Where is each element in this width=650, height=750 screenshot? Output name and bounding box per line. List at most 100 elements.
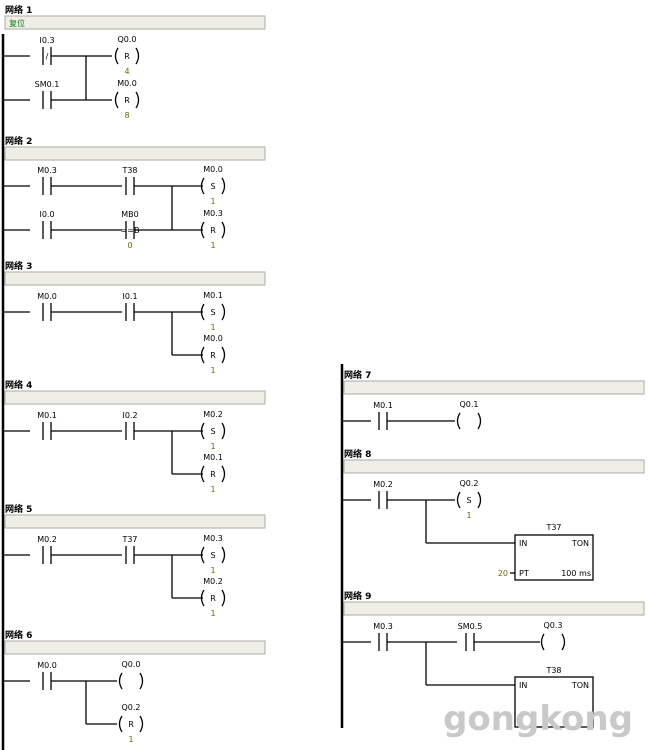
n8_t1-in-pin: IN	[519, 539, 527, 548]
n5_o2-operand: 1	[210, 609, 215, 618]
coil-arc	[200, 221, 205, 239]
network-3-title: 网络 3	[5, 260, 32, 272]
n1_o2-symbol: R	[124, 96, 130, 105]
network-5-comment-bar	[4, 514, 266, 529]
n8_t1-pt-pin: PT	[519, 569, 529, 578]
n5_o1-operand: 1	[210, 566, 215, 575]
coil-arc	[200, 177, 205, 195]
n4_o1-address: M0.2	[203, 410, 223, 419]
n8_t1-type: TON	[571, 539, 589, 548]
n2_c2-address: T38	[121, 166, 137, 175]
n4_o2-address: M0.1	[203, 453, 223, 462]
network-5-title: 网络 5	[5, 503, 32, 515]
network-8-comment-bar	[343, 459, 645, 474]
n8_o1-operand: 1	[466, 511, 471, 520]
network-1-title: 网络 1	[5, 4, 32, 16]
n4_o1-operand: 1	[210, 442, 215, 451]
n5_o1-address: M0.3	[203, 534, 223, 543]
coil-arc	[477, 491, 482, 509]
network-7-title: 网络 7	[344, 369, 371, 381]
n3_o2-symbol: R	[210, 351, 216, 360]
coil-arc	[221, 422, 226, 440]
n3_o2-address: M0.0	[203, 334, 223, 343]
coil-arc	[200, 465, 205, 483]
coil-arc	[221, 303, 226, 321]
watermark-logo: gongkong	[443, 699, 633, 739]
coil-arc	[477, 412, 482, 430]
n6_o1-address: Q0.0	[121, 660, 140, 669]
coil-arc	[456, 491, 461, 509]
n9_t1-type: TON	[571, 681, 589, 690]
coil-arc	[118, 715, 123, 733]
n8_t1-name: T37	[545, 523, 561, 532]
coil-arc	[221, 177, 226, 195]
n5_o2-address: M0.2	[203, 577, 223, 586]
n7_c1-address: M0.1	[373, 401, 393, 410]
network-1-comment-bar	[4, 15, 266, 30]
coil-arc	[221, 546, 226, 564]
n2_o1-operand: 1	[210, 197, 215, 206]
network-4-comment-bar	[4, 390, 266, 405]
network-3-comment-bar	[4, 271, 266, 286]
network-1-comment: 复位	[9, 18, 25, 28]
n6_o2-symbol: R	[128, 720, 134, 729]
n3_o1-symbol: S	[210, 308, 215, 317]
n9_t1-in-pin: IN	[519, 681, 527, 690]
n1_o2-operand: 8	[124, 111, 129, 120]
coil-arc	[540, 633, 545, 651]
n2_o2-address: M0.3	[203, 209, 223, 218]
timer-box-t37	[514, 534, 594, 581]
coil-arc	[221, 589, 226, 607]
n8_o1-symbol: S	[466, 496, 471, 505]
n1_o1-operand: 4	[124, 67, 129, 76]
n8_t1-resolution: 100 ms	[561, 569, 591, 578]
n2_c4-symbol: ==B	[121, 226, 140, 235]
n2_c4-address: MB0	[121, 210, 138, 219]
coil-arc	[135, 91, 140, 109]
n9_c2-address: SM0.5	[458, 622, 483, 631]
coil-arc	[561, 633, 566, 651]
coil-arc	[114, 47, 119, 65]
coil-arc	[200, 346, 205, 364]
coil-arc	[221, 465, 226, 483]
n4_c1-address: M0.1	[37, 411, 57, 420]
coil-arc	[456, 412, 461, 430]
n2_c1-address: M0.3	[37, 166, 57, 175]
n8_c1-address: M0.2	[373, 480, 393, 489]
coil-arc	[135, 47, 140, 65]
network-7-comment-bar	[343, 380, 645, 395]
coil-arc	[200, 589, 205, 607]
n2_o1-address: M0.0	[203, 165, 223, 174]
n8_o1-address: Q0.2	[459, 479, 478, 488]
n6_o2-operand: 1	[128, 735, 133, 744]
network-6-title: 网络 6	[5, 629, 32, 641]
n3_o1-address: M0.1	[203, 291, 223, 300]
n9_t1-name: T38	[545, 666, 561, 675]
n7_o1-address: Q0.1	[459, 400, 478, 409]
n2_o2-symbol: R	[210, 226, 216, 235]
n1_c1-symbol: /	[46, 52, 49, 61]
n1_c2-address: SM0.1	[35, 80, 60, 89]
n3_o2-operand: 1	[210, 366, 215, 375]
timer-box-t38	[514, 676, 594, 728]
coil-arc	[221, 346, 226, 364]
n3_c1-address: M0.0	[37, 292, 57, 301]
n1_o1-symbol: R	[124, 52, 130, 61]
n5_c2-address: T37	[121, 535, 137, 544]
n4_c2-address: I0.2	[122, 411, 137, 420]
coil-arc	[221, 221, 226, 239]
n1_o2-address: M0.0	[117, 79, 137, 88]
n4_o2-operand: 1	[210, 485, 215, 494]
network-9-title: 网络 9	[344, 590, 371, 602]
n6_o2-address: Q0.2	[121, 703, 140, 712]
n9_o1-address: Q0.3	[543, 621, 562, 630]
network-8-title: 网络 8	[344, 448, 371, 460]
coil-arc	[200, 546, 205, 564]
coil-arc	[139, 672, 144, 690]
network-4-title: 网络 4	[5, 379, 32, 391]
n5_c1-address: M0.2	[37, 535, 57, 544]
coil-arc	[118, 672, 123, 690]
n2_o1-symbol: S	[210, 182, 215, 191]
network-6-comment-bar	[4, 640, 266, 655]
